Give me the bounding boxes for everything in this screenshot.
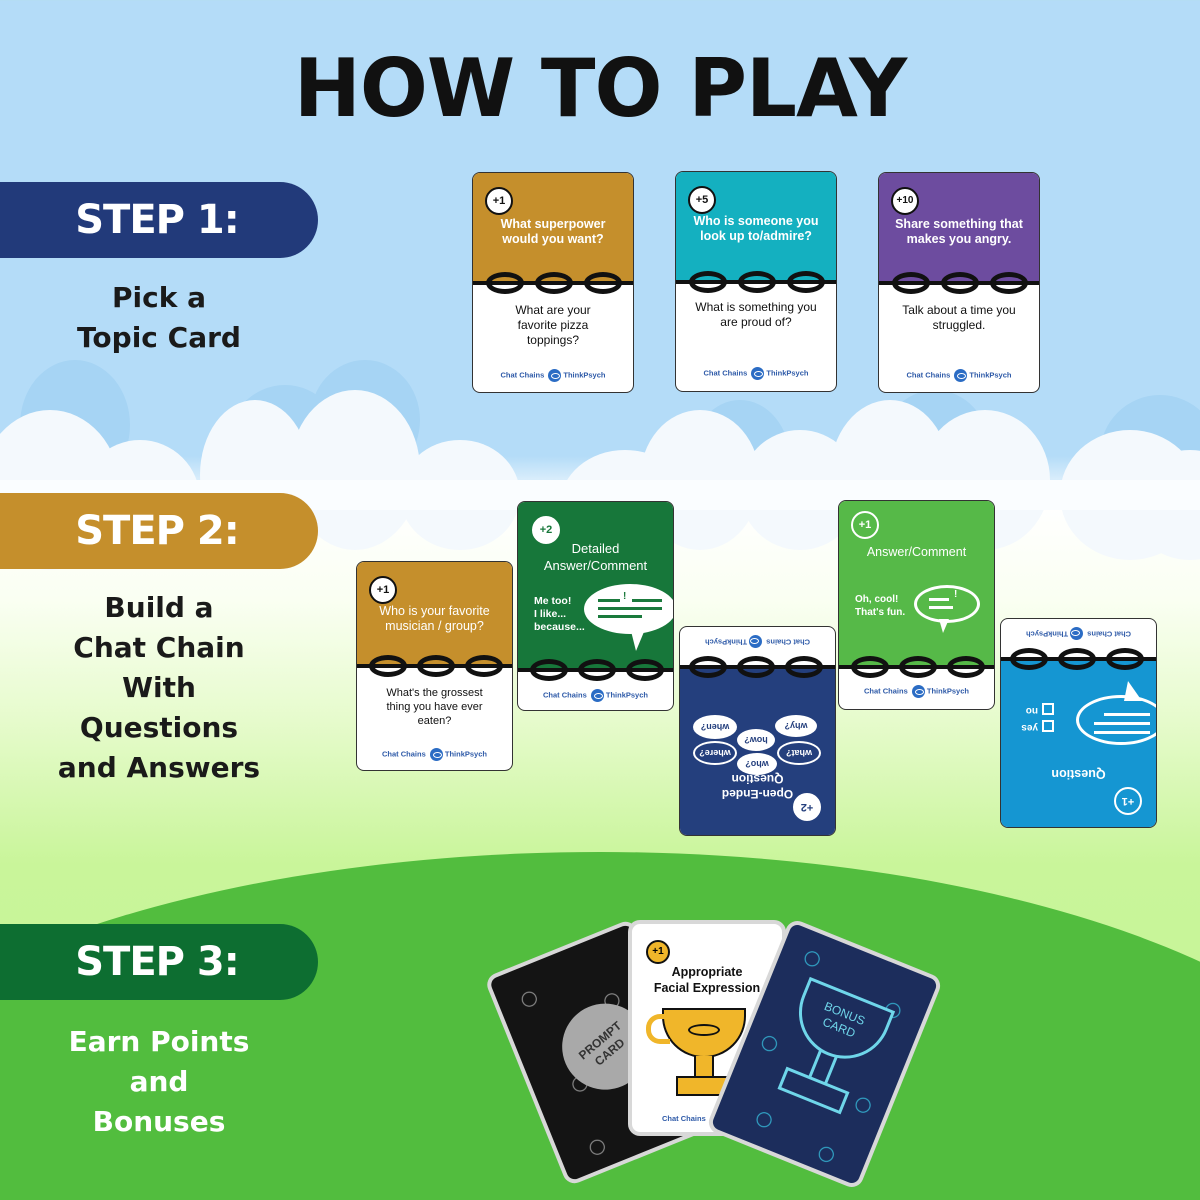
thinkpsych-icon — [1070, 627, 1084, 640]
checkbox-no — [1042, 703, 1054, 715]
answer-comment-card[interactable]: +1 Answer/Comment Oh, cool! That's fun. … — [838, 500, 995, 710]
option-no: no — [1025, 705, 1038, 716]
points-badge: +1 — [1114, 787, 1142, 815]
thinkpsych-icon — [429, 748, 443, 761]
step-3-description: Earn Points and Bonuses — [68, 1025, 250, 1138]
card-title: Question — [1051, 767, 1106, 781]
thinkpsych-icon — [590, 689, 604, 702]
chain-icon — [839, 655, 994, 679]
chain-icon — [518, 658, 673, 682]
chain-icon — [879, 271, 1039, 295]
step-2-label: STEP 2: — [0, 493, 318, 569]
thinkpsych-icon — [548, 369, 562, 382]
chain-icon — [1001, 647, 1156, 671]
points-badge: +1 — [646, 940, 670, 964]
brand-logo: Chat Chains ThinkPsych — [473, 369, 633, 382]
award-title: Appropriate Facial Expression — [653, 965, 761, 995]
detailed-answer-card[interactable]: +2 Detailed Answer/Comment Me too! I lik… — [517, 501, 674, 711]
checkbox-yes — [1042, 720, 1054, 732]
points-badge: +1 — [851, 511, 879, 539]
topic-card[interactable]: +1 What superpower would you want? What … — [472, 172, 634, 393]
points-badge: +1 — [369, 576, 397, 604]
example-text: Oh, cool! That's fun. — [855, 594, 906, 618]
topic-card[interactable]: +5 Who is someone you look up to/admire?… — [675, 171, 837, 392]
chain-icon — [473, 271, 633, 295]
topic-card[interactable]: +10 Share something that makes you angry… — [878, 172, 1040, 393]
points-badge: +1 — [485, 187, 513, 215]
step-1-description: Pick a Topic Card — [77, 281, 241, 354]
topic-card-bottom-prompt: Talk about a time you struggled. — [902, 303, 1016, 332]
example-text: Me too! I like... because... — [534, 595, 585, 633]
points-badge: +2 — [532, 516, 560, 544]
step-3-label: STEP 3: — [0, 924, 318, 1000]
chain-icon — [357, 654, 512, 678]
award-brand: Chat Chains — [662, 1114, 706, 1123]
brand-logo: Chat Chains ThinkPsych — [676, 367, 836, 380]
card-title: Open-Ended Question — [721, 772, 794, 801]
chain-card-bottom-prompt: What's the grossest thing you have ever … — [386, 687, 483, 727]
thinkpsych-icon — [954, 369, 968, 382]
topic-card-bottom-prompt: What are your favorite pizza toppings? — [515, 303, 591, 347]
card-title: Answer/Comment — [866, 545, 967, 559]
points-badge: +5 — [688, 186, 716, 214]
thinkpsych-icon — [751, 367, 765, 380]
brand-logo: Chat Chains ThinkPsych — [518, 689, 673, 702]
brand-logo: Chat Chains ThinkPsych — [1001, 627, 1156, 640]
brand-logo: Chat Chains ThinkPsych — [680, 635, 835, 648]
chain-card-top-prompt: Who is your favorite musician / group? — [379, 604, 490, 633]
chain-icon — [680, 655, 835, 679]
step-1-label: STEP 1: — [0, 182, 318, 258]
topic-card-top-prompt: Share something that makes you angry. — [895, 217, 1023, 246]
thinkpsych-icon — [911, 685, 925, 698]
topic-card-top-prompt: Who is someone you look up to/admire? — [693, 214, 819, 243]
option-yes: yes — [1021, 722, 1038, 733]
topic-card-bottom-prompt: What is something you are proud of? — [695, 300, 817, 329]
question-card[interactable]: +1 Question yes no Chat Chains ThinkPsyc… — [1000, 618, 1157, 828]
thinkpsych-icon — [749, 635, 763, 648]
chain-topic-card[interactable]: +1 Who is your favorite musician / group… — [356, 561, 513, 771]
topic-card-top-prompt: What superpower would you want? — [500, 217, 606, 246]
brand-logo: Chat Chains ThinkPsych — [879, 369, 1039, 382]
brand-logo: Chat Chains ThinkPsych — [357, 748, 512, 761]
open-ended-question-card[interactable]: +2 Open-Ended Question why? when? how? w… — [679, 626, 836, 836]
page-title: HOW TO PLAY — [293, 42, 907, 135]
chain-icon — [676, 270, 836, 294]
brand-logo: Chat Chains ThinkPsych — [839, 685, 994, 698]
points-badge: +10 — [891, 187, 919, 215]
card-title: Detailed Answer/Comment — [543, 541, 648, 573]
step-2-description: Build a Chat Chain With Questions and An… — [57, 591, 261, 784]
